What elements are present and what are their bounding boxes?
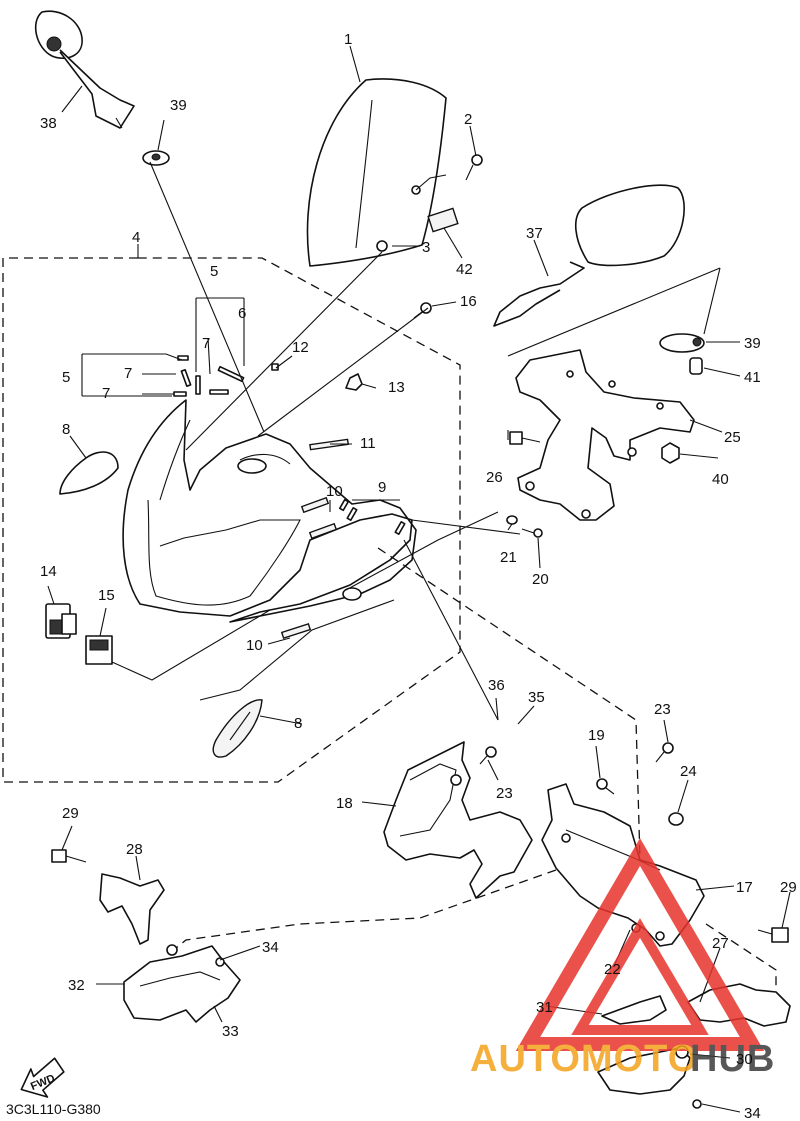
- callout-6: 6: [238, 305, 246, 322]
- right-mirror-part: [493, 184, 685, 327]
- callout-29: 29: [62, 805, 79, 822]
- callout-34: 34: [262, 939, 279, 956]
- callout-4: 4: [132, 229, 140, 246]
- callout-labels: 1 2 3 4 5 5 6 7 7 7 8 8 9 10 10 11 12 13…: [40, 31, 797, 1121]
- forward-direction-arrow: FWD: [20, 1057, 65, 1098]
- bracket-stay-part: [515, 349, 695, 521]
- left-mirror-part: [34, 10, 135, 129]
- lower-cover-part: [597, 1047, 691, 1095]
- clip-part: [394, 521, 406, 535]
- callout-7: 7: [102, 385, 110, 402]
- callout-5: 5: [210, 263, 218, 280]
- lower-bracket-part: [99, 873, 165, 945]
- callout-27: 27: [712, 935, 729, 952]
- bolt-icon: [51, 849, 87, 863]
- callout-9: 9: [378, 479, 386, 496]
- watermark-logo: AUTOMOTO HUB: [470, 838, 775, 1080]
- collar-part: [668, 812, 684, 826]
- callout-29: 29: [780, 879, 797, 896]
- bolt-icon: [521, 528, 543, 538]
- callout-17: 17: [736, 879, 753, 896]
- callout-23: 23: [496, 785, 513, 802]
- front-cowling-part: [122, 399, 417, 623]
- callout-37: 37: [526, 225, 543, 242]
- callout-14: 14: [40, 563, 57, 580]
- callout-39: 39: [170, 97, 187, 114]
- stay-part: [601, 995, 667, 1025]
- callout-40: 40: [712, 471, 729, 488]
- callout-19: 19: [588, 727, 605, 744]
- leader-lines: [47, 45, 791, 1113]
- callout-13: 13: [388, 379, 405, 396]
- screw-icon: [479, 746, 497, 765]
- guide-line-dashed: [705, 923, 777, 990]
- callout-15: 15: [98, 587, 115, 604]
- callout-1: 1: [344, 31, 352, 48]
- callout-36: 36: [488, 677, 505, 694]
- bracket-clip-part: [345, 373, 363, 391]
- left-side-panel-part: [383, 741, 533, 899]
- callout-33: 33: [222, 1023, 239, 1040]
- callout-18: 18: [336, 795, 353, 812]
- callout-30: 30: [736, 1051, 753, 1068]
- callout-38: 38: [40, 115, 57, 132]
- callout-20: 20: [532, 571, 549, 588]
- callout-34: 34: [744, 1105, 761, 1121]
- callout-35: 35: [528, 689, 545, 706]
- washer-part: [506, 515, 518, 525]
- callout-23: 23: [654, 701, 671, 718]
- decal-part: [59, 451, 119, 495]
- mirror-spacer-part: [142, 150, 170, 166]
- nut-part: [661, 442, 680, 464]
- callout-3: 3: [422, 239, 430, 256]
- callout-39: 39: [744, 335, 761, 352]
- fastener-set: [173, 355, 245, 397]
- lower-bracket-part: [687, 983, 791, 1027]
- callout-26: 26: [486, 469, 503, 486]
- callout-2: 2: [464, 111, 472, 128]
- callout-8: 8: [294, 715, 302, 732]
- connector-part: [45, 603, 77, 639]
- lower-cover-part: [123, 945, 241, 1023]
- callout-31: 31: [536, 999, 553, 1016]
- diagram-code: 3C3L110-G380: [6, 1101, 101, 1117]
- clip-part: [346, 507, 358, 521]
- callout-42: 42: [456, 261, 473, 278]
- callout-22: 22: [604, 961, 621, 978]
- callout-41: 41: [744, 369, 761, 386]
- callout-16: 16: [460, 293, 477, 310]
- callout-25: 25: [724, 429, 741, 446]
- watermark-triangle-outer: [515, 838, 765, 1051]
- watermark-brand-left: AUTOMOTO: [470, 1038, 698, 1080]
- callout-12: 12: [292, 339, 309, 356]
- screw-icon: [413, 302, 432, 319]
- callout-7: 7: [124, 365, 132, 382]
- callout-32: 32: [68, 977, 85, 994]
- mirror-spacer-part: [659, 333, 705, 353]
- screw-icon: [465, 154, 483, 181]
- callout-11: 11: [360, 435, 376, 452]
- callout-8: 8: [62, 421, 70, 438]
- screw-icon: [692, 1099, 702, 1109]
- callout-7: 7: [202, 335, 210, 352]
- screw-icon: [655, 742, 674, 763]
- bolt-icon: [757, 927, 789, 943]
- callout-5: 5: [62, 369, 70, 386]
- windscreen-part: [306, 78, 447, 267]
- collar-part: [689, 357, 703, 375]
- relay-part: [85, 635, 113, 665]
- bolt-icon: [509, 431, 541, 445]
- watermark-triangle-inner: [571, 918, 709, 1035]
- guide-line-dashed: [175, 869, 557, 949]
- screw-icon: [596, 778, 615, 795]
- callout-28: 28: [126, 841, 143, 858]
- callout-10: 10: [246, 637, 263, 654]
- callout-21: 21: [500, 549, 517, 566]
- callout-10: 10: [326, 483, 343, 500]
- watermark-brand-right: HUB: [690, 1038, 775, 1080]
- callout-24: 24: [680, 763, 697, 780]
- pad-part: [427, 207, 459, 233]
